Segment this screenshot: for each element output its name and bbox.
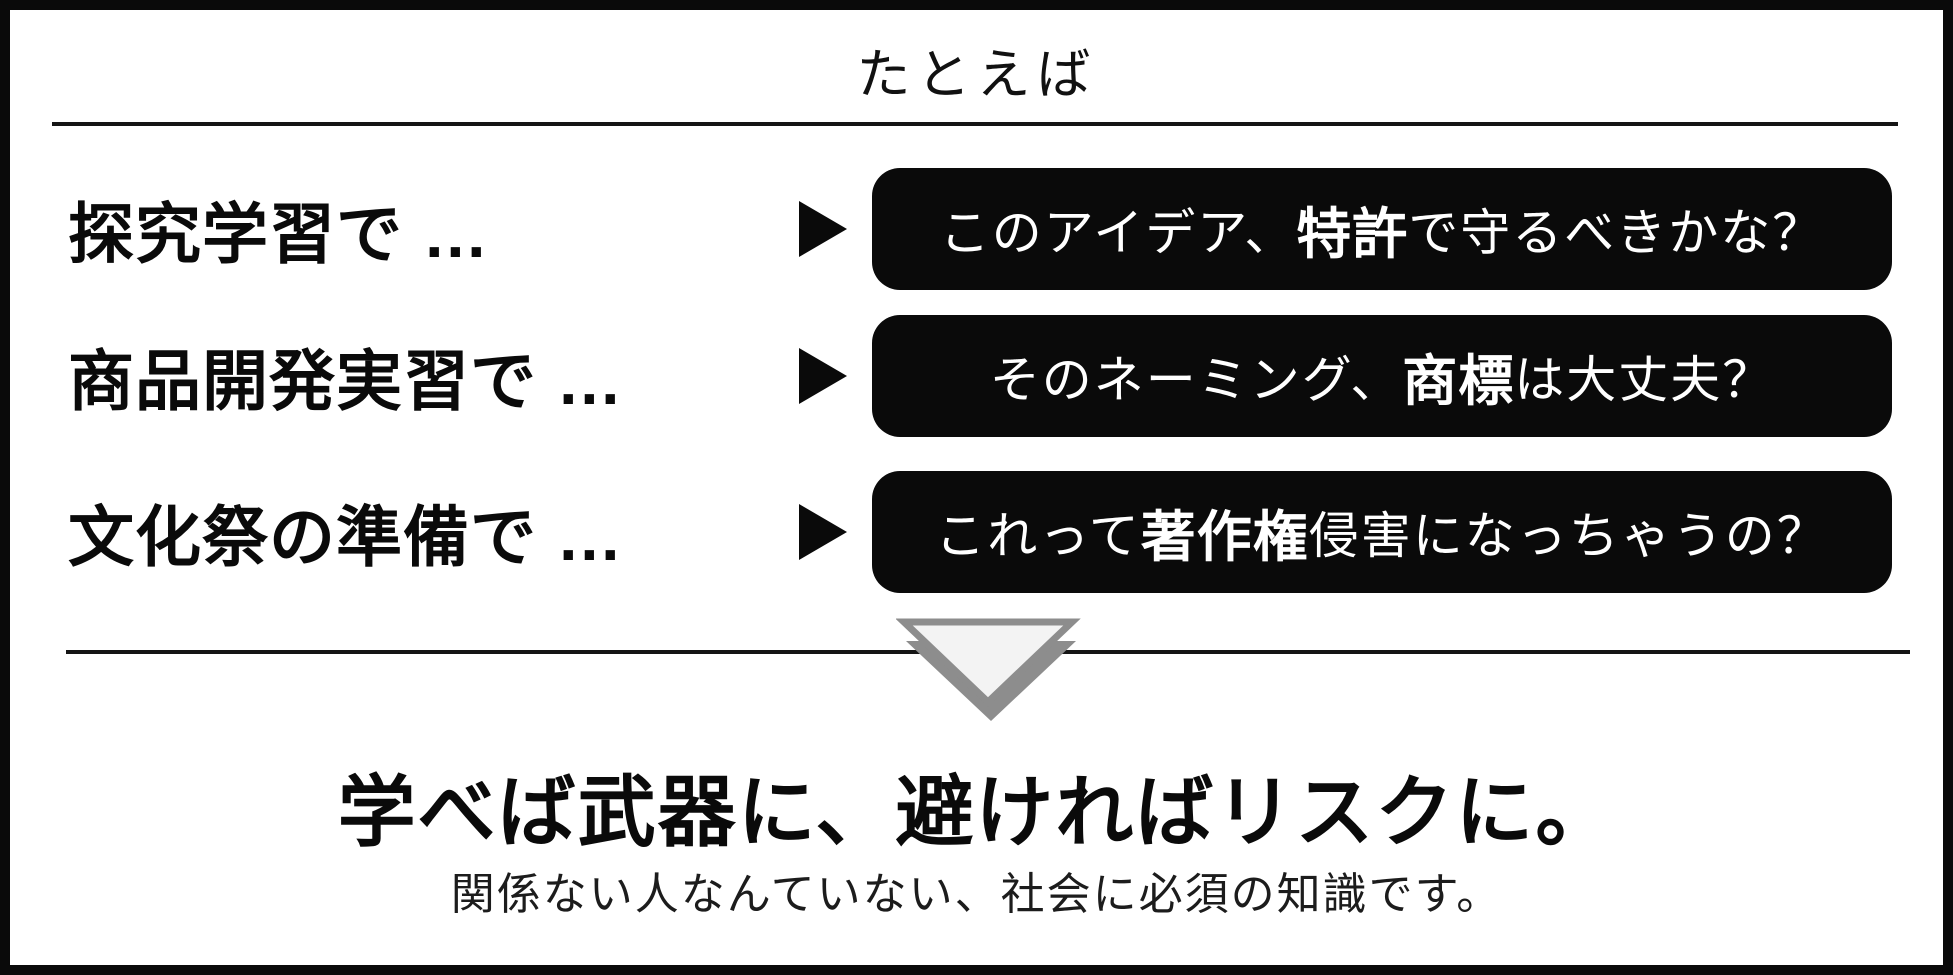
arrow-right-icon — [799, 201, 847, 257]
example-row-inquiry-learning: 探究学習で … このアイデア、特許で守るべきかな？ — [10, 168, 1943, 290]
callout-bubble: そのネーミング、商標は大丈夫？ — [872, 315, 1892, 437]
callout-bubble: これって著作権侵害になっちゃうの？ — [872, 471, 1892, 593]
bubble-text-segment: 侵害になっちゃうの？ — [1308, 508, 1829, 564]
keyword-emphasis: 著作権 — [1140, 506, 1309, 568]
slide-title: たとえば — [856, 45, 1097, 105]
bubble-text-segment: そのネーミング、 — [989, 352, 1403, 408]
conclusion-heading: 学べば武器に、避ければリスクに。 — [337, 768, 1616, 856]
bubble-text-segment: で守るべきかな？ — [1408, 205, 1825, 261]
arrow-right-icon — [799, 348, 847, 404]
keyword-emphasis: 商標 — [1402, 350, 1515, 412]
example-row-culture-festival: 文化祭の準備で … これって著作権侵害になっちゃうの？ — [10, 471, 1943, 593]
row-label: 探究学習で … — [68, 197, 490, 271]
arrow-right-icon — [799, 504, 847, 560]
arrow-down-icon — [896, 618, 1081, 721]
conclusion-subheading: 関係ない人なんていない、社会に必須の知識です。 — [450, 870, 1503, 919]
callout-bubble: このアイデア、特許で守るべきかな？ — [872, 168, 1892, 290]
bubble-text-segment: は大丈夫？ — [1514, 352, 1775, 408]
top-divider-line — [52, 122, 1898, 126]
row-label: 文化祭の準備で … — [68, 500, 624, 574]
bubble-text-segment: これって — [935, 508, 1141, 564]
keyword-emphasis: 特許 — [1296, 203, 1409, 265]
row-label: 商品開発実習で … — [68, 344, 624, 418]
example-row-product-development: 商品開発実習で … そのネーミング、商標は大丈夫？ — [10, 315, 1943, 437]
bubble-text-segment: このアイデア、 — [939, 205, 1297, 261]
